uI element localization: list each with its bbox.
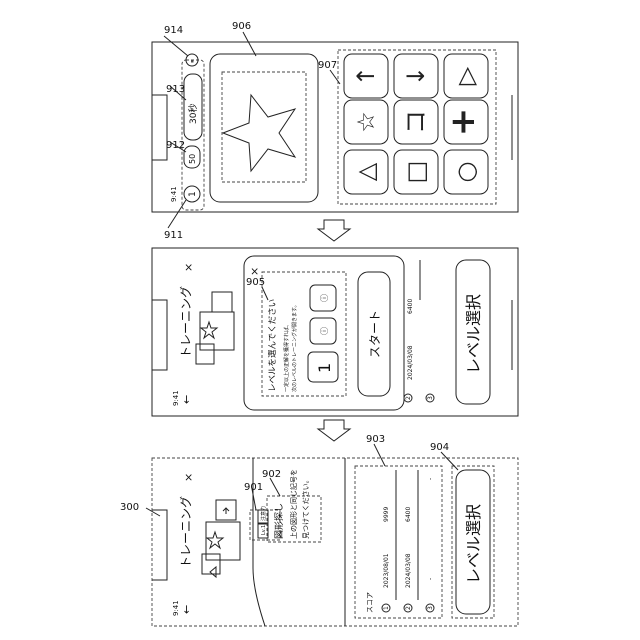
- rank-2-date-2: 2024/03/08: [407, 345, 414, 380]
- tag-type: 注意力: [260, 506, 267, 521]
- score-value-3: -: [427, 478, 434, 480]
- dialog-close-icon[interactable]: ×: [248, 267, 261, 276]
- score-value-2: 6400: [405, 507, 412, 522]
- count-indicator-value: 50: [188, 154, 197, 164]
- rank-2-label-2: 2: [405, 396, 412, 400]
- game-illustration-1: [202, 500, 240, 577]
- timer-indicator-value: 30秒: [187, 104, 199, 124]
- target-figure-box: [222, 72, 306, 182]
- star-icon-2: [201, 322, 217, 338]
- flow-arrow-2: [318, 220, 350, 241]
- status-bar-box: [182, 60, 204, 210]
- level-option-2-label: ⓘ: [320, 327, 329, 335]
- ref-card-text: 902: [262, 469, 281, 480]
- device-notch-2: [152, 300, 167, 370]
- device-notch-3: [152, 95, 167, 160]
- level-select-label-1: レベル選択: [464, 504, 483, 584]
- ref-card-title: 901: [244, 482, 263, 493]
- status-time-1: 9:41: [172, 600, 180, 616]
- card-desc-2: 見つけてください。: [302, 476, 310, 539]
- level-select-label-2: レベル選択: [464, 294, 483, 374]
- answer-symbol-4: □: [402, 161, 430, 184]
- dialog-note-1: 一定以上の正解を獲得すれば、: [283, 322, 290, 392]
- ref-answer-grid: 907: [318, 60, 337, 71]
- close-icon-2[interactable]: ×: [182, 263, 195, 272]
- answer-symbol-2: ☆: [352, 111, 380, 133]
- dialog-note-2: 次のレベルのトレーニングが開きます。: [291, 302, 298, 392]
- score-rows: 1 2023/08/01 9999 2 2024/03/08 6400 3 - …: [382, 470, 434, 612]
- flow-arrow-1: [318, 420, 350, 441]
- target-panel: [210, 54, 318, 202]
- answer-symbol-1: △: [352, 162, 380, 181]
- dialog-title: レベルを選んでください: [267, 299, 278, 392]
- ref-device: 300: [120, 502, 139, 513]
- level-option-1-label: 1: [315, 363, 334, 373]
- score-date-2: 2024/03/08: [405, 553, 412, 588]
- level-indicator-value: 1: [188, 191, 198, 197]
- ref-level-dialog: 905: [246, 277, 265, 288]
- game-illustration-2: [196, 292, 234, 364]
- score-date-1: 2023/08/01: [383, 553, 390, 588]
- ref-score-box: 903: [366, 434, 385, 445]
- ref-count: 912: [166, 140, 185, 151]
- screen-1: 9:41 ← トレーニング × Lv.1 注意力 図形探し 上の図形と同じ記号を…: [152, 458, 518, 626]
- score-heading: スコア: [366, 592, 374, 613]
- star-icon: [207, 532, 223, 548]
- card-desc-1: 上の図形と同じ記号を: [289, 469, 298, 539]
- ref-pause: 914: [164, 25, 183, 36]
- title-2: トレーニング: [179, 286, 193, 358]
- score-date-3: -: [427, 578, 434, 580]
- score-rank-3: 3: [427, 606, 434, 610]
- answer-symbol-3: ↑: [352, 66, 380, 86]
- status-time-3: 9:41: [170, 186, 178, 202]
- answer-symbol-7: ○: [452, 162, 480, 183]
- answer-symbol-6: ↓: [402, 66, 430, 86]
- rank-3-label-2: 3: [427, 396, 434, 400]
- screen-2: 9:41 ← トレーニング × × レベルを選んでください 一定以上の正解を獲得…: [152, 248, 518, 416]
- card-title: 図形探し: [273, 503, 285, 539]
- pause-icon: ⏸: [189, 60, 196, 63]
- tag-level: Lv.1: [261, 525, 267, 535]
- answer-symbol-5: コ: [402, 110, 430, 134]
- level-option-3-label: ⓘ: [320, 294, 329, 302]
- back-arrow-icon[interactable]: ←: [180, 605, 193, 614]
- back-arrow-icon-2[interactable]: ←: [180, 395, 193, 404]
- rank-2-score-2: 6400: [407, 299, 414, 314]
- device-notch-1: [152, 510, 167, 580]
- score-value-1: 9999: [383, 507, 390, 522]
- answer-symbol-8: +: [443, 108, 483, 137]
- title-1: トレーニング: [179, 496, 193, 568]
- ref-target-figure: 906: [232, 21, 251, 32]
- ref-level-button: 904: [430, 442, 449, 453]
- score-rank-1: 1: [383, 606, 390, 610]
- ref-timer: 913: [166, 84, 185, 95]
- answer-grid: △ ☆ ↑ □ コ ↓ ○ + ▷: [344, 54, 488, 194]
- score-rank-2: 2: [405, 606, 412, 610]
- answer-symbol-9: ▷: [452, 66, 480, 85]
- ref-level: 911: [164, 230, 183, 241]
- status-time-2: 9:41: [172, 390, 180, 406]
- start-label: スタート: [368, 310, 382, 358]
- star-icon-target: [223, 95, 295, 171]
- close-icon[interactable]: ×: [182, 473, 195, 482]
